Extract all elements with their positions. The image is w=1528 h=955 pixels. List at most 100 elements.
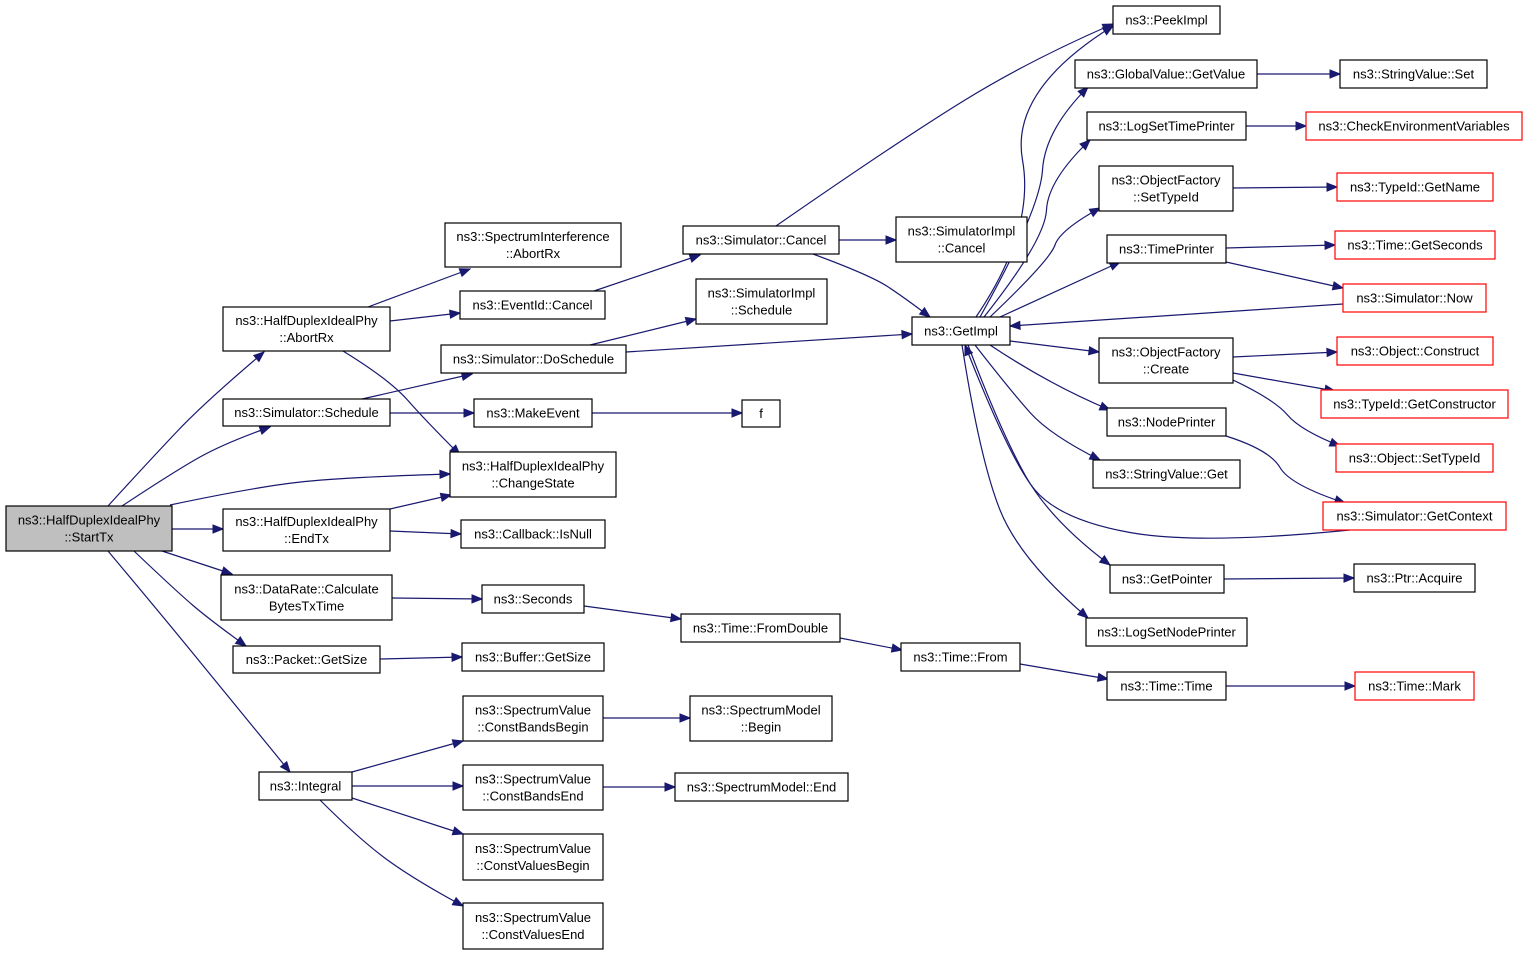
node-box[interactable] (1106, 671, 1227, 701)
node-box[interactable] (1339, 59, 1488, 89)
node-nodePrinter[interactable]: ns3::NodePrinter (1106, 407, 1227, 437)
node-box[interactable] (682, 225, 840, 255)
node-f[interactable]: f (741, 399, 781, 428)
node-simCancel[interactable]: ns3::Simulator::Cancel (682, 225, 840, 255)
node-box[interactable] (674, 772, 849, 802)
node-box[interactable] (1086, 111, 1247, 141)
node-peekImpl[interactable]: ns3::PeekImpl (1112, 5, 1221, 35)
node-box[interactable] (900, 642, 1021, 672)
node-typeIdGetName[interactable]: ns3::TypeId::GetName (1336, 172, 1494, 202)
node-checkEnv[interactable]: ns3::CheckEnvironmentVariables (1305, 111, 1523, 141)
node-objSetTypeId[interactable]: ns3::Object::SetTypeId (1335, 443, 1494, 473)
node-timeFrom[interactable]: ns3::Time::From (900, 642, 1021, 672)
node-timePrinter[interactable]: ns3::TimePrinter (1106, 234, 1227, 264)
node-logSetTimePrinter[interactable]: ns3::LogSetTimePrinter (1086, 111, 1247, 141)
node-box[interactable] (444, 222, 622, 268)
node-box[interactable] (1335, 443, 1494, 473)
node-box[interactable] (462, 902, 604, 950)
node-fromDouble[interactable]: ns3::Time::FromDouble (680, 613, 841, 643)
node-box[interactable] (222, 398, 391, 427)
node-endTx[interactable]: ns3::HalfDuplexIdealPhy::EndTx (222, 508, 391, 552)
node-timeGetSeconds[interactable]: ns3::Time::GetSeconds (1334, 230, 1496, 260)
node-timeTime[interactable]: ns3::Time::Time (1106, 671, 1227, 701)
node-simImplCancel[interactable]: ns3::SimulatorImpl::Cancel (895, 216, 1028, 263)
node-smBegin[interactable]: ns3::SpectrumModel::Begin (689, 695, 833, 742)
node-objConstruct[interactable]: ns3::Object::Construct (1336, 336, 1494, 366)
node-box[interactable] (1106, 234, 1227, 264)
node-gvGetValue[interactable]: ns3::GlobalValue::GetValue (1074, 59, 1258, 89)
node-isNull[interactable]: ns3::Callback::IsNull (460, 519, 606, 549)
node-box[interactable] (1342, 283, 1487, 313)
node-box[interactable] (1098, 337, 1234, 384)
node-box[interactable] (1106, 407, 1227, 437)
node-box[interactable] (258, 771, 353, 801)
node-box[interactable] (1354, 671, 1475, 701)
node-box[interactable] (1305, 111, 1523, 141)
node-typeIdGetConstructor[interactable]: ns3::TypeId::GetConstructor (1320, 389, 1509, 419)
node-box[interactable] (1336, 172, 1494, 202)
node-siAbortRx[interactable]: ns3::SpectrumInterference::AbortRx (444, 222, 622, 268)
node-box[interactable] (220, 574, 393, 621)
node-box[interactable] (222, 306, 391, 352)
node-box[interactable] (461, 642, 605, 672)
node-integral[interactable]: ns3::Integral (258, 771, 353, 801)
node-box[interactable] (222, 508, 391, 552)
node-box[interactable] (462, 833, 604, 881)
node-simImplSchedule[interactable]: ns3::SimulatorImpl::Schedule (695, 278, 828, 325)
node-box[interactable] (1112, 5, 1221, 35)
node-makeEvent[interactable]: ns3::MakeEvent (473, 398, 593, 428)
node-box[interactable] (1322, 501, 1507, 531)
node-root[interactable]: ns3::HalfDuplexIdealPhy::StartTx (5, 505, 173, 552)
node-bufferGetSize[interactable]: ns3::Buffer::GetSize (461, 642, 605, 672)
node-packetGetSize[interactable]: ns3::Packet::GetSize (232, 645, 381, 674)
node-abortRx[interactable]: ns3::HalfDuplexIdealPhy::AbortRx (222, 306, 391, 352)
node-cbBegin[interactable]: ns3::SpectrumValue::ConstBandsBegin (462, 695, 604, 742)
node-svGet[interactable]: ns3::StringValue::Get (1092, 459, 1241, 489)
node-cvBegin[interactable]: ns3::SpectrumValue::ConstValuesBegin (462, 833, 604, 881)
node-box[interactable] (911, 316, 1011, 346)
node-box[interactable] (695, 278, 828, 325)
node-svSet[interactable]: ns3::StringValue::Set (1339, 59, 1488, 89)
node-box[interactable] (459, 290, 606, 320)
node-box[interactable] (689, 695, 833, 742)
node-box[interactable] (460, 519, 606, 549)
node-box[interactable] (5, 505, 173, 552)
node-box[interactable] (1098, 165, 1234, 212)
node-box[interactable] (232, 645, 381, 674)
node-changeState[interactable]: ns3::HalfDuplexIdealPhy::ChangeState (449, 451, 617, 498)
node-box[interactable] (1353, 563, 1476, 593)
node-seconds[interactable]: ns3::Seconds (481, 584, 585, 614)
node-box[interactable] (440, 344, 627, 374)
node-box[interactable] (462, 764, 604, 811)
node-box[interactable] (1109, 564, 1225, 594)
node-box[interactable] (449, 451, 617, 498)
node-cbEnd[interactable]: ns3::SpectrumValue::ConstBandsEnd (462, 764, 604, 811)
node-box[interactable] (1336, 336, 1494, 366)
node-getPointer[interactable]: ns3::GetPointer (1109, 564, 1225, 594)
node-box[interactable] (1092, 459, 1241, 489)
node-box[interactable] (895, 216, 1028, 263)
node-timeMark[interactable]: ns3::Time::Mark (1354, 671, 1475, 701)
node-box[interactable] (1320, 389, 1509, 419)
node-cvEnd[interactable]: ns3::SpectrumValue::ConstValuesEnd (462, 902, 604, 950)
node-smEnd[interactable]: ns3::SpectrumModel::End (674, 772, 849, 802)
node-box[interactable] (680, 613, 841, 643)
node-ofSetTypeId[interactable]: ns3::ObjectFactory::SetTypeId (1098, 165, 1234, 212)
node-logSetNodePrinter[interactable]: ns3::LogSetNodePrinter (1085, 617, 1248, 647)
node-box[interactable] (1334, 230, 1496, 260)
node-simNow[interactable]: ns3::Simulator::Now (1342, 283, 1487, 313)
node-box[interactable] (1074, 59, 1258, 89)
node-eventIdCancel[interactable]: ns3::EventId::Cancel (459, 290, 606, 320)
node-box[interactable] (741, 399, 781, 428)
node-box[interactable] (1085, 617, 1248, 647)
node-box[interactable] (462, 695, 604, 742)
node-doSchedule[interactable]: ns3::Simulator::DoSchedule (440, 344, 627, 374)
node-ptrAcquire[interactable]: ns3::Ptr::Acquire (1353, 563, 1476, 593)
node-box[interactable] (481, 584, 585, 614)
node-getImpl[interactable]: ns3::GetImpl (911, 316, 1011, 346)
node-simGetContext[interactable]: ns3::Simulator::GetContext (1322, 501, 1507, 531)
node-box[interactable] (473, 398, 593, 428)
node-ofCreate[interactable]: ns3::ObjectFactory::Create (1098, 337, 1234, 384)
node-schedule[interactable]: ns3::Simulator::Schedule (222, 398, 391, 427)
